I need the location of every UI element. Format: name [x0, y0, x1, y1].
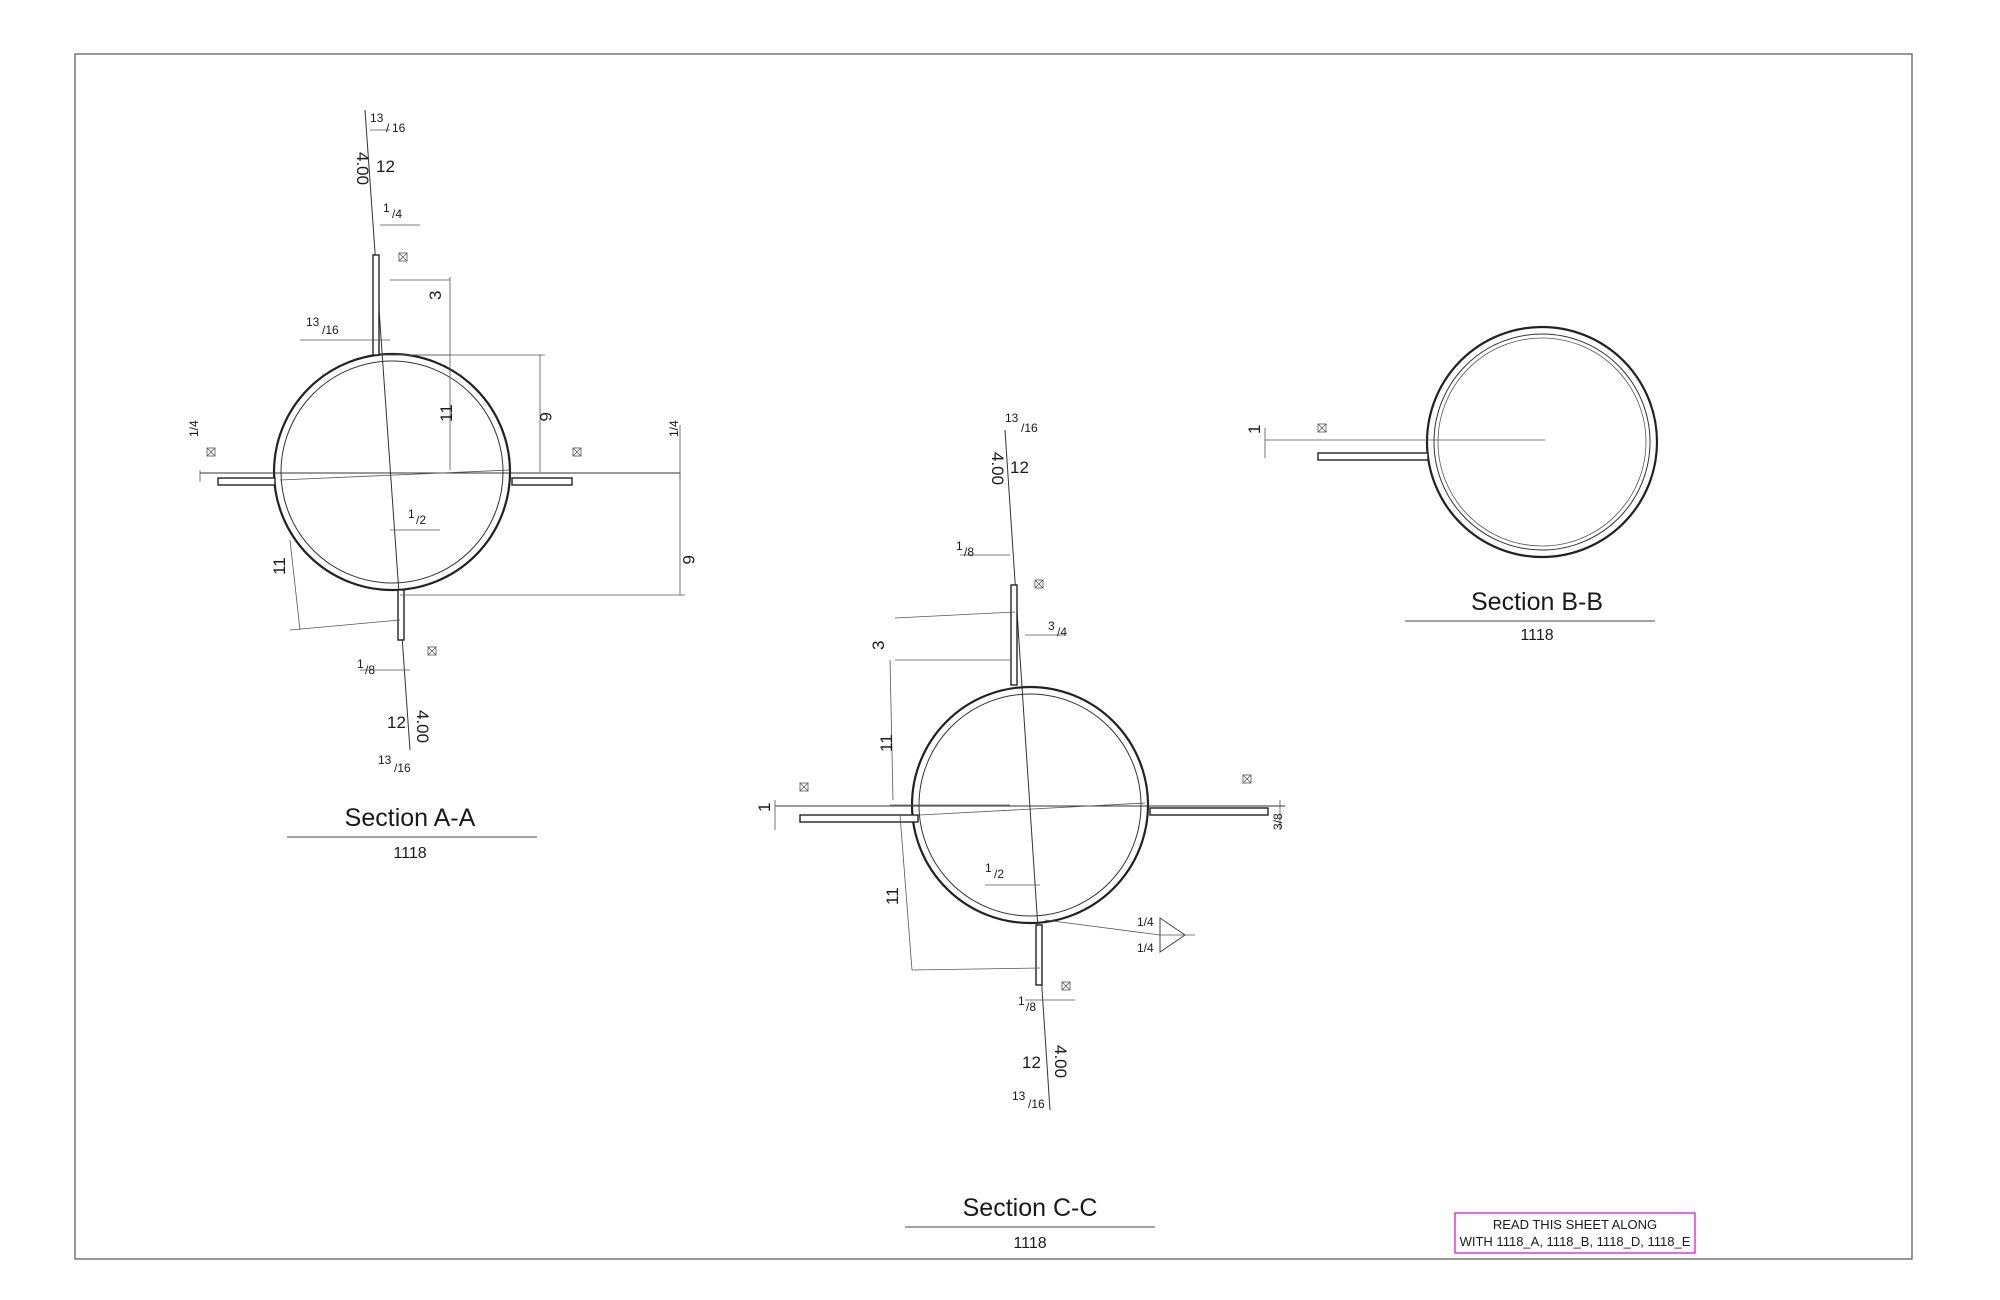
dim-four-top: 4.00 [353, 152, 372, 185]
svg-text:12: 12 [1010, 458, 1029, 477]
svg-text:1: 1 [408, 507, 415, 521]
dim-frac-num: 13 [370, 111, 384, 125]
svg-text:3/8: 3/8 [1271, 813, 1285, 830]
section-c-c-drawing: 13 /16 12 4.00 1 /8 3 /4 3 11 1 3/8 1 /2… [755, 411, 1285, 1111]
svg-text:/8: /8 [365, 663, 375, 677]
pipe-inner [280, 360, 504, 584]
svg-text:3: 3 [1048, 619, 1055, 633]
left-plate [217, 477, 276, 486]
section-b-b-title: Section B-B [1471, 588, 1603, 616]
note-box [1454, 1212, 1696, 1254]
svg-text:4.00: 4.00 [988, 452, 1007, 485]
svg-text:3: 3 [869, 641, 888, 650]
section-c-c-title: Section C-C [963, 1194, 1098, 1222]
bottom-plate [1035, 924, 1043, 986]
svg-text:3: 3 [426, 291, 445, 300]
pipe-inner [1433, 333, 1651, 551]
svg-text:11: 11 [883, 887, 902, 905]
svg-text:/4: /4 [392, 207, 402, 221]
svg-text:/2: /2 [994, 867, 1004, 881]
note-line-2: WITH 1118_A, 1118_B, 1118_D, 1118_E [1460, 1234, 1691, 1249]
sheet-border [74, 53, 1913, 1260]
top-plate [1010, 584, 1018, 686]
svg-text:1: 1 [985, 861, 992, 875]
svg-text:6: 6 [679, 555, 698, 564]
svg-text:/16: /16 [1028, 1097, 1045, 1111]
svg-text:6: 6 [536, 412, 555, 421]
svg-text:/16: /16 [394, 761, 411, 775]
svg-text:1/4: 1/4 [187, 420, 201, 437]
svg-text:11: 11 [270, 557, 289, 575]
svg-text:/: / [386, 121, 390, 135]
top-plate [372, 254, 380, 356]
note-line-1: READ THIS SHEET ALONG [1493, 1217, 1657, 1232]
svg-text:13: 13 [1012, 1089, 1026, 1103]
svg-text:12: 12 [1022, 1053, 1041, 1072]
svg-text:/4: /4 [1057, 625, 1067, 639]
section-b-b-drawing: 1 [1245, 325, 1659, 559]
dim-twelve: 12 [376, 157, 395, 176]
svg-text:1/4: 1/4 [1137, 915, 1154, 929]
svg-text:1: 1 [357, 657, 364, 671]
pipe-outer [272, 352, 512, 592]
bottom-plate [397, 589, 405, 641]
section-c-c-ref: 1118 [1013, 1235, 1046, 1252]
svg-text:16: 16 [392, 121, 406, 135]
section-a-a-ref: 1118 [393, 845, 426, 862]
svg-text:13: 13 [378, 753, 392, 767]
svg-text:/2: /2 [416, 513, 426, 527]
section-b-b-ref: 1118 [1520, 627, 1553, 644]
left-plate [799, 814, 919, 823]
section-a-a-drawing: 13 / 16 12 4.00 1 /4 3 13 /16 11 6 1/4 1… [187, 109, 698, 775]
svg-text:1/4: 1/4 [1137, 941, 1154, 955]
svg-text:/8: /8 [964, 545, 974, 559]
svg-text:12: 12 [387, 713, 406, 732]
svg-text:/16: /16 [322, 323, 339, 337]
svg-text:4.00: 4.00 [1051, 1045, 1070, 1078]
right-plate [511, 477, 573, 486]
right-plate [1149, 807, 1269, 816]
svg-text:1/4: 1/4 [667, 420, 681, 437]
svg-text:1: 1 [755, 803, 774, 812]
svg-text:13: 13 [1005, 411, 1019, 425]
pipe-outer [1425, 325, 1659, 559]
section-a-a-title: Section A-A [345, 804, 476, 832]
svg-text:13: 13 [306, 315, 320, 329]
svg-text:11: 11 [437, 404, 456, 422]
svg-text:1: 1 [956, 539, 963, 553]
svg-text:/16: /16 [1021, 421, 1038, 435]
svg-text:1: 1 [1018, 994, 1025, 1008]
svg-text:11: 11 [877, 734, 896, 752]
svg-text:4.00: 4.00 [413, 710, 432, 743]
side-plate [1317, 452, 1429, 461]
svg-text:1: 1 [1245, 425, 1264, 434]
svg-text:1: 1 [383, 201, 390, 215]
svg-text:/8: /8 [1026, 1000, 1036, 1014]
